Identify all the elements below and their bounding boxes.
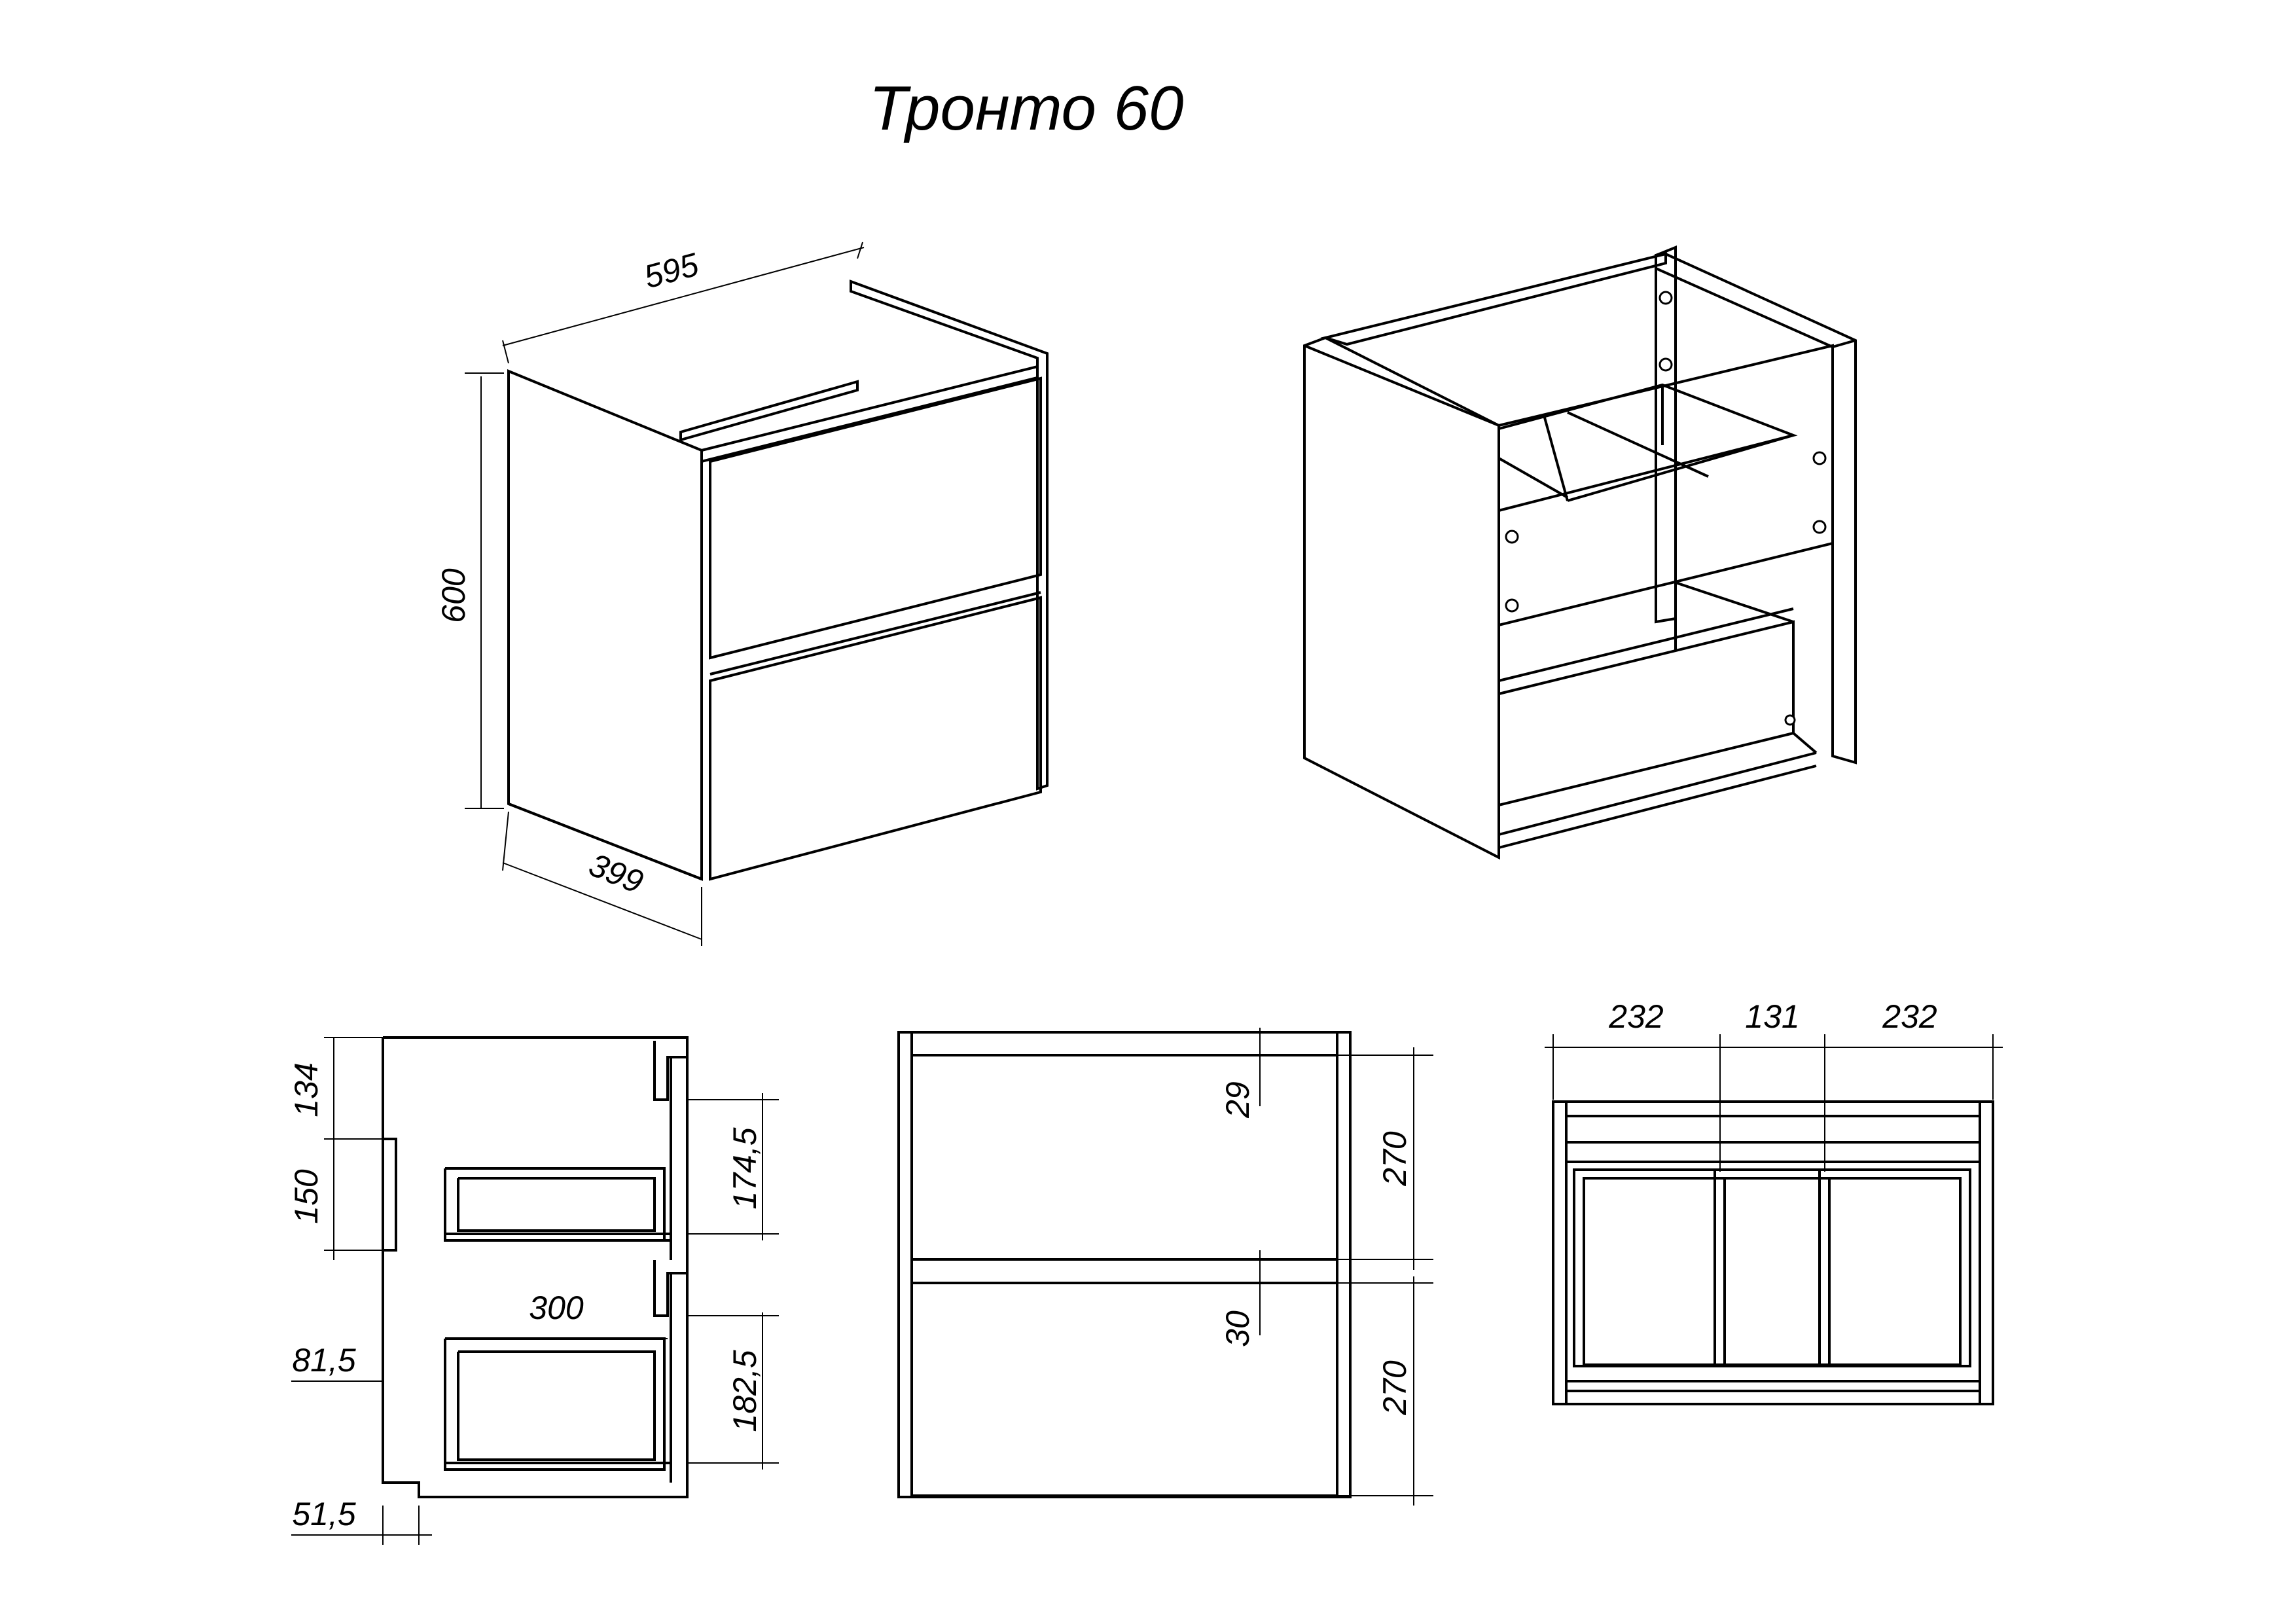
dim-width-label: 595 [640, 246, 702, 296]
dim-handle-height-label: 150 [288, 1169, 325, 1224]
side-section-view [291, 1036, 779, 1545]
dim-middle-label: 131 [1745, 998, 1799, 1035]
iso-front-view [465, 242, 1049, 946]
iso-interior-view [1303, 245, 1857, 860]
dim-height-label: 600 [435, 568, 472, 623]
dim-facade1-label: 270 [1376, 1131, 1413, 1187]
dim-right-label: 232 [1882, 998, 1937, 1035]
dim-gap1-label: 29 [1219, 1081, 1256, 1119]
top-view [1545, 1034, 2003, 1405]
dim-drawer2-offset-label: 81,5 [292, 1342, 356, 1379]
front-view [897, 1028, 1433, 1506]
dim-left-label: 232 [1608, 998, 1664, 1035]
dim-facade2-label: 270 [1376, 1360, 1413, 1416]
dim-gap2-label: 30 [1219, 1310, 1256, 1347]
dim-bottom-offset-label: 51,5 [292, 1496, 356, 1532]
dim-drawer1-height-label: 174,5 [726, 1127, 763, 1209]
dim-drawer2-height-label: 182,5 [726, 1350, 763, 1432]
dim-drawer-depth-label: 300 [529, 1290, 584, 1326]
dim-top-offset-label: 134 [288, 1062, 325, 1117]
page-title: Тронто 60 [869, 73, 1184, 143]
